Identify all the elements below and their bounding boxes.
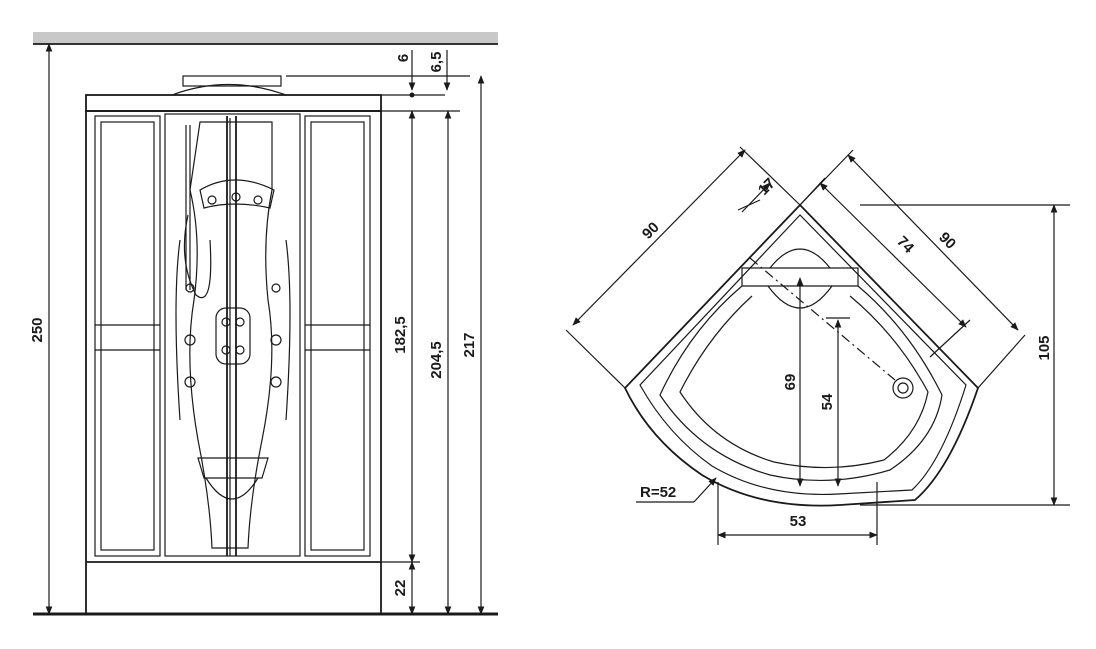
dim-gap-top2: 6,5 xyxy=(428,52,445,73)
dim-door-height: 182,5 xyxy=(392,316,409,354)
dim-depth-total: 105 xyxy=(1036,335,1053,360)
dim-depth-inner: 54 xyxy=(819,393,836,410)
dim-total-height: 250 xyxy=(29,317,46,342)
dim-gap-top: 6 xyxy=(395,54,412,62)
dim-radius: R=52 xyxy=(640,484,676,501)
cabin-outline xyxy=(85,75,382,615)
front-view: 250 6 6,5 182,5 22 204,5 217 xyxy=(29,32,498,616)
dim-entry-width: 53 xyxy=(790,513,807,530)
dim-cabin-height: 217 xyxy=(461,332,478,357)
dim-inner-side: 74 xyxy=(893,233,917,257)
dim-depth-front: 69 xyxy=(782,374,799,391)
top-view: 90 17 90 74 105 69 54 R=52 xyxy=(565,146,1070,545)
ceiling-bar xyxy=(33,32,498,44)
dim-tray-height: 22 xyxy=(392,580,409,597)
tray-plan xyxy=(623,203,980,507)
dim-side-left: 90 xyxy=(639,219,663,243)
dim-inner-height: 204,5 xyxy=(428,341,445,379)
